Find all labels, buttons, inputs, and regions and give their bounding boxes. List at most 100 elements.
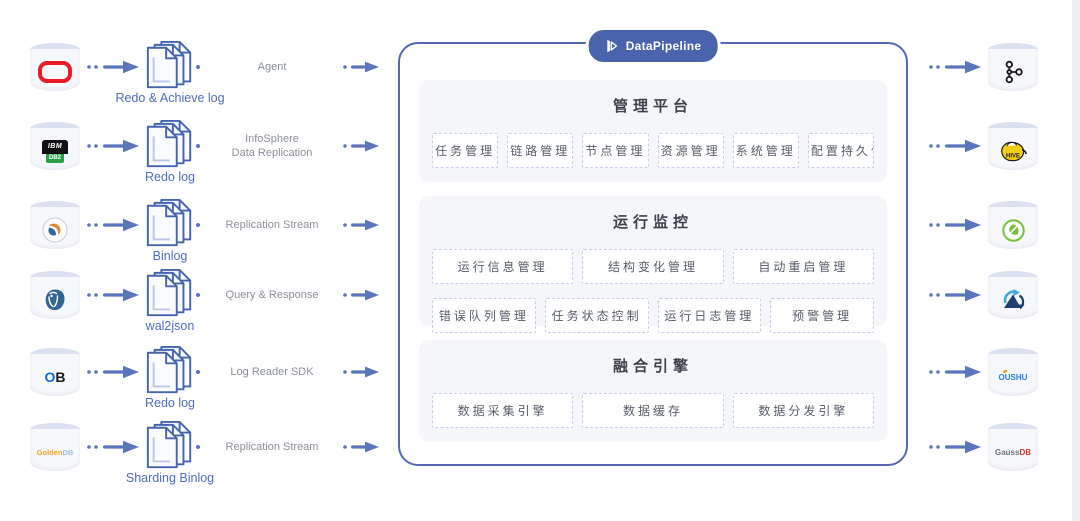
datapipeline-logo-icon [605, 38, 619, 54]
dot-icon [196, 292, 200, 297]
flow-arrow-icon [928, 139, 982, 153]
chip-alert-mgmt: 预警管理 [770, 298, 874, 333]
oceanbase-logo-icon: OB [44, 369, 66, 385]
db2-db-icon: IBM DB2 [30, 122, 80, 170]
method-label: Agent [257, 60, 287, 73]
method-label: Query & Response [225, 288, 319, 301]
chip-config-persist: 配置持久化 [807, 133, 875, 168]
oracle-db-icon [30, 43, 80, 91]
doc-label: Redo log [144, 170, 196, 184]
target-row-kafka [922, 41, 1042, 93]
method-label: InfoSphere Data Replication [231, 132, 313, 159]
section-management-platform: 管理平台 任务管理 链路管理 节点管理 资源管理 系统管理 配置持久化 [419, 80, 887, 182]
chip-data-cache: 数据缓存 [582, 393, 724, 428]
flow-arrow-icon [928, 218, 982, 232]
method-label: Log Reader SDK [230, 365, 314, 378]
mysql-db-icon [30, 201, 80, 249]
flow-row-oceanbase: OB Redo log Log Reader SDK [30, 346, 380, 410]
flow-arrow-icon [86, 139, 140, 153]
postgresql-logo-icon [42, 287, 68, 313]
hive-db-icon [988, 122, 1038, 170]
flow-row-goldendb: GoldenDB Sharding Binlog Replication Str… [30, 421, 380, 485]
datapipeline-logo-pill: DataPipeline [585, 27, 721, 65]
ibm-db2-logo-icon: IBM DB2 [42, 139, 68, 163]
green-circle-db-icon [988, 201, 1038, 249]
mountain-sync-db-icon [988, 271, 1038, 319]
doc-label: Binlog [152, 249, 188, 263]
section-title: 运行监控 [612, 214, 693, 231]
page-edge [1072, 0, 1080, 521]
doc-stack-icon: wal2json [146, 269, 194, 333]
flow-arrow-icon [342, 440, 380, 454]
section-title: 融合引擎 [612, 358, 693, 375]
chip-system-mgmt: 系统管理 [732, 133, 799, 168]
goldendb-db-icon: GoldenDB [30, 423, 80, 471]
target-row-gaussdb: GaussDB [922, 421, 1042, 473]
oushu-db-icon: OUSHU [988, 348, 1038, 396]
doc-stack-icon: Redo & Achieve log [115, 41, 225, 105]
oracle-logo-icon [38, 61, 72, 83]
flow-row-oracle: Redo & Achieve log Agent [30, 41, 380, 105]
dot-icon [196, 64, 200, 69]
section-title: 管理平台 [612, 98, 693, 115]
chip-task-mgmt: 任务管理 [432, 133, 499, 168]
doc-label: wal2json [145, 319, 195, 333]
flow-arrow-icon [342, 365, 380, 379]
flow-arrow-icon [86, 440, 140, 454]
flow-arrow-icon [342, 139, 380, 153]
doc-label: Sharding Binlog [125, 471, 215, 485]
mountain-sync-logo-icon [1000, 288, 1026, 312]
oceanbase-db-icon: OB [30, 348, 80, 396]
mysql-logo-icon [42, 217, 68, 243]
flow-row-postgresql: wal2json Query & Response [30, 269, 380, 333]
oushu-logo-icon: OUSHU [998, 372, 1028, 382]
flow-row-db2: IBM DB2 Redo log InfoSphere Data Replica… [30, 120, 380, 184]
doc-stack-icon: Redo log [145, 346, 195, 410]
flow-arrow-icon [86, 60, 140, 74]
doc-label: Redo & Achieve log [115, 91, 225, 105]
method-label: Replication Stream [225, 440, 319, 453]
datapipeline-box: DataPipeline 管理平台 任务管理 链路管理 节点管理 资源管理 系统… [398, 27, 908, 466]
gaussdb-logo-icon: GaussDB [994, 447, 1032, 457]
chip-task-status: 任务状态控制 [544, 298, 649, 333]
chip-schema-change: 结构变化管理 [582, 249, 724, 284]
section-operation-monitor: 运行监控 运行信息管理 结构变化管理 自动重启管理 错误队列管理 任务状态控制 … [419, 196, 887, 333]
dot-icon [196, 369, 200, 374]
chip-auto-restart: 自动重启管理 [732, 249, 874, 284]
doc-stack-icon: Binlog [146, 199, 194, 263]
chip-resource-mgmt: 资源管理 [657, 133, 724, 168]
flow-arrow-icon [342, 288, 380, 302]
chip-node-mgmt: 节点管理 [582, 133, 649, 168]
kafka-db-icon [988, 43, 1038, 91]
chip-dispatch-engine: 数据分发引擎 [732, 393, 874, 428]
flow-arrow-icon [86, 218, 140, 232]
section-fusion-engine: 融合引擎 数据采集引擎 数据缓存 数据分发引擎 [419, 340, 887, 442]
chip-run-log: 运行日志管理 [657, 298, 762, 333]
chip-error-queue: 错误队列管理 [432, 298, 536, 333]
method-label: Replication Stream [225, 218, 319, 231]
target-row-mountain-db [922, 269, 1042, 321]
datapipeline-logo-text: DataPipeline [625, 39, 702, 53]
flow-row-mysql: Binlog Replication Stream [30, 199, 380, 263]
flow-arrow-icon [928, 365, 982, 379]
dot-icon [196, 444, 200, 449]
flow-arrow-icon [928, 440, 982, 454]
doc-stack-icon: Redo log [145, 120, 195, 184]
target-row-oushu: OUSHU [922, 346, 1042, 398]
hive-logo-icon [998, 138, 1028, 164]
gaussdb-db-icon: GaussDB [988, 423, 1038, 471]
dot-icon [196, 222, 200, 227]
chip-runtime-info: 运行信息管理 [432, 249, 574, 284]
flow-arrow-icon [86, 288, 140, 302]
chip-collect-engine: 数据采集引擎 [432, 393, 574, 428]
postgresql-db-icon [30, 271, 80, 319]
flow-arrow-icon [928, 60, 982, 74]
chip-link-mgmt: 链路管理 [507, 133, 574, 168]
flow-arrow-icon [928, 288, 982, 302]
target-row-hive [922, 120, 1042, 172]
flow-arrow-icon [86, 365, 140, 379]
doc-label: Redo log [144, 396, 196, 410]
target-row-green-db [922, 199, 1042, 251]
goldendb-logo-icon: GoldenDB [36, 447, 74, 457]
